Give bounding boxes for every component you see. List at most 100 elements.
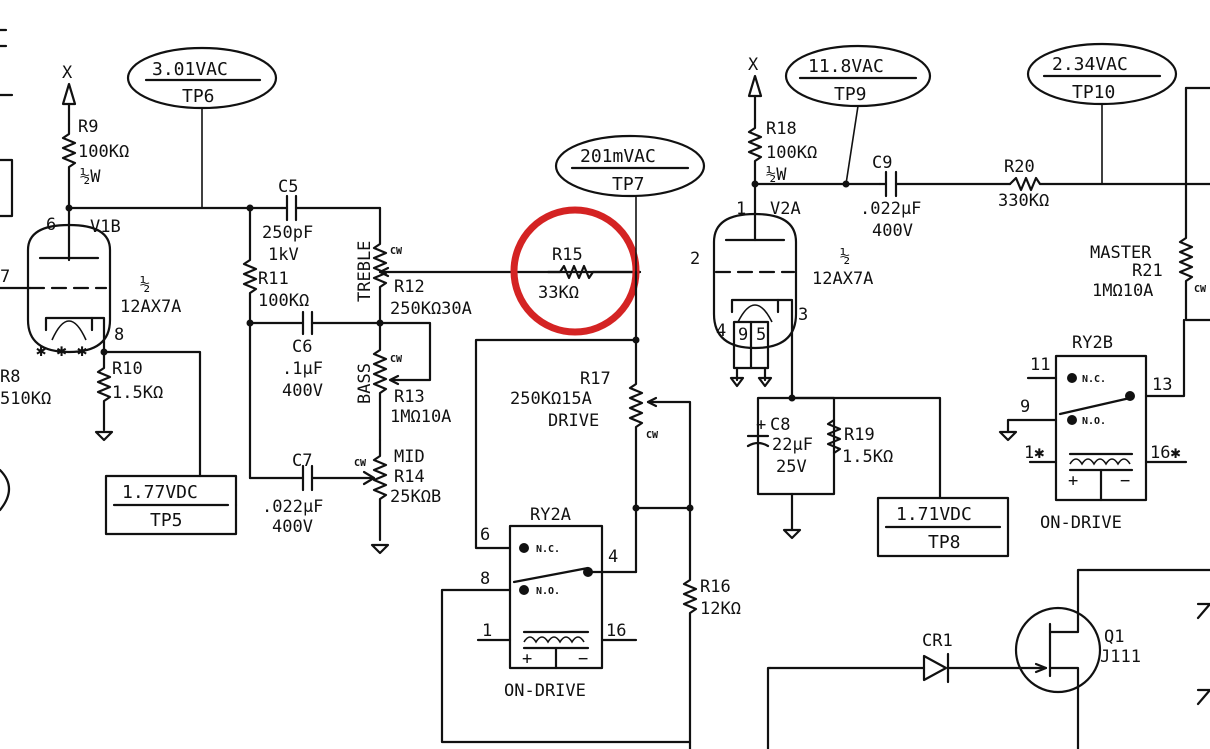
c8-capacitor: + C8 22μF 25V bbox=[746, 415, 813, 477]
c8-value: 22μF bbox=[772, 435, 813, 455]
ry2b-pin-com: 13 bbox=[1152, 375, 1172, 395]
ry2a-pin-com: 4 bbox=[608, 547, 618, 567]
v2a-pin4: 4 bbox=[716, 321, 726, 341]
tp5-name: TP5 bbox=[150, 510, 183, 531]
r12-cw: CW bbox=[390, 246, 403, 257]
q1-ref: Q1 bbox=[1104, 627, 1124, 647]
tp9-name: TP9 bbox=[834, 84, 867, 105]
tp10-value: 2.34VAC bbox=[1052, 54, 1128, 75]
tp6-value: 3.01VAC bbox=[152, 59, 228, 80]
v1b-supply-label: X bbox=[62, 63, 73, 83]
r16-ref: R16 bbox=[700, 577, 731, 597]
ry2b-pin-coil2: 16✱ bbox=[1150, 443, 1181, 463]
tp9-value: 11.8VAC bbox=[808, 56, 884, 77]
r13-bass-pot: BASS CW R13 1MΩ10A bbox=[355, 321, 451, 442]
r21-name: MASTER bbox=[1090, 243, 1152, 263]
c9-ref: C9 bbox=[872, 153, 892, 173]
r11-value: 100KΩ bbox=[258, 291, 309, 311]
r18-resistor: R18 100KΩ ½W bbox=[747, 118, 817, 186]
ry2b-label: ON-DRIVE bbox=[1040, 513, 1122, 533]
v1b-heater-marks: ✱ ✱ ✱ bbox=[36, 341, 87, 361]
left-edge-fragments bbox=[0, 28, 14, 512]
tp6-name: TP6 bbox=[182, 86, 215, 107]
r21-value: 1MΩ10A bbox=[1092, 281, 1153, 301]
tp8-box: 1.71VDC TP8 bbox=[876, 496, 1010, 558]
v2a-pin-cathode: 3 bbox=[798, 305, 808, 325]
drive-section: R17 250KΩ15A DRIVE CW R16 12KΩ RY2A N.C.… bbox=[440, 270, 741, 749]
v1b-pin-cathode: 8 bbox=[114, 325, 124, 345]
v1b-type-half: ½ bbox=[140, 275, 150, 295]
r12-ref: R12 bbox=[394, 277, 425, 297]
tp9-label: 11.8VAC TP9 bbox=[784, 44, 932, 185]
ry2b-minus: − bbox=[1120, 471, 1130, 491]
ry2a-nc: N.C. bbox=[536, 544, 560, 555]
tp7-label: 201mVAC TP7 bbox=[554, 134, 706, 272]
c7-value: .022μF bbox=[262, 497, 323, 517]
r21-master-pot: MASTER R21 1MΩ10A CW bbox=[1090, 86, 1210, 322]
ry2a-pin-coil2: 16 bbox=[606, 621, 626, 641]
r21-cw: CW bbox=[1194, 284, 1207, 295]
v1b-stage: X R9 100KΩ ½W 6 V1B 7 8 ✱ ✱ ✱ ½ 12AX7A bbox=[0, 63, 284, 536]
ry2b-relay: RY2B N.C. N.O. 11 9 13 1✱ 16✱ + − ON-DRI… bbox=[998, 318, 1188, 533]
ry2a-pin-coil1: 1 bbox=[482, 621, 492, 641]
r20-resistor: R20 330KΩ bbox=[998, 157, 1210, 211]
r15-value: 33KΩ bbox=[538, 283, 579, 303]
tp10-label: 2.34VAC TP10 bbox=[1026, 42, 1178, 184]
c6-value: .1μF bbox=[282, 359, 323, 379]
r19-ref: R19 bbox=[844, 425, 875, 445]
c8-ref: C8 bbox=[770, 415, 790, 435]
cr1-ref: CR1 bbox=[922, 631, 953, 651]
c8-rating: 25V bbox=[776, 457, 807, 477]
ry2b-ref: RY2B bbox=[1072, 333, 1113, 353]
r14-value: 25KΩB bbox=[390, 487, 441, 507]
r8-ref: R8 bbox=[0, 367, 20, 387]
ry2a-minus: − bbox=[578, 649, 588, 669]
ry2b-pin-no: 9 bbox=[1020, 397, 1030, 417]
v2a-name: V2A bbox=[770, 199, 801, 219]
r18-value: 100KΩ bbox=[766, 143, 817, 163]
v2a-pin-grid: 2 bbox=[690, 249, 700, 269]
r13-cw: CW bbox=[390, 354, 403, 365]
c6-ref: C6 bbox=[292, 337, 312, 357]
r16-value: 12KΩ bbox=[700, 599, 741, 619]
q1-type: J111 bbox=[1100, 647, 1141, 667]
v1b-pin-plate: 6 bbox=[46, 215, 56, 235]
v1b-pin-grid: 7 bbox=[0, 267, 10, 287]
r10-ref: R10 bbox=[112, 359, 143, 379]
r9-ref: R9 bbox=[78, 117, 98, 137]
ry2a-no: N.O. bbox=[536, 586, 560, 597]
r12-name: TREBLE bbox=[355, 241, 375, 302]
c6-capacitor: C6 .1μF 400V bbox=[248, 310, 382, 401]
c5-ref: C5 bbox=[278, 177, 298, 197]
c9-capacitor: C9 .022μF 400V bbox=[860, 153, 1012, 241]
tp10-name: TP10 bbox=[1072, 82, 1115, 103]
r17-value: 250KΩ15A bbox=[510, 389, 592, 409]
ry2a-plus: + bbox=[522, 649, 532, 669]
v2a-pin9: 9 bbox=[738, 325, 748, 345]
r13-name: BASS bbox=[355, 363, 375, 404]
r19-resistor: R19 1.5KΩ bbox=[826, 418, 893, 467]
r17-name: DRIVE bbox=[548, 411, 599, 431]
r15-ref: R15 bbox=[552, 245, 583, 265]
r17-ref: R17 bbox=[580, 369, 611, 389]
v2a-pin5: 5 bbox=[756, 325, 766, 345]
ry2a-label: ON-DRIVE bbox=[504, 681, 586, 701]
r13-ref: R13 bbox=[394, 387, 425, 407]
tp8-name: TP8 bbox=[928, 532, 961, 553]
c5-value: 250pF bbox=[262, 223, 313, 243]
r8-value: 510KΩ bbox=[0, 389, 51, 409]
ry2a-pin-no: 8 bbox=[480, 569, 490, 589]
r18-watt: ½W bbox=[766, 165, 787, 185]
v2a-pin-plate: 1 bbox=[736, 199, 746, 219]
r21-ref: R21 bbox=[1132, 261, 1163, 281]
r18-ref: R18 bbox=[766, 119, 797, 139]
v2a-stage: X R18 100KΩ ½W 1 V2A 2 4 9 5 3 ½ 12AX7A bbox=[690, 55, 1010, 558]
r12-value: 250KΩ30A bbox=[390, 299, 472, 319]
tp5-box: 1.77VDC TP5 bbox=[104, 474, 238, 536]
r14-mid-pot: CW MID R14 25KΩB bbox=[354, 438, 441, 555]
tp6-label: 3.01VAC TP6 bbox=[126, 46, 278, 208]
ry2b-pin-coil1: 1✱ bbox=[1024, 443, 1044, 463]
r14-ref: R14 bbox=[394, 467, 425, 487]
r17-cw: CW bbox=[646, 430, 659, 441]
